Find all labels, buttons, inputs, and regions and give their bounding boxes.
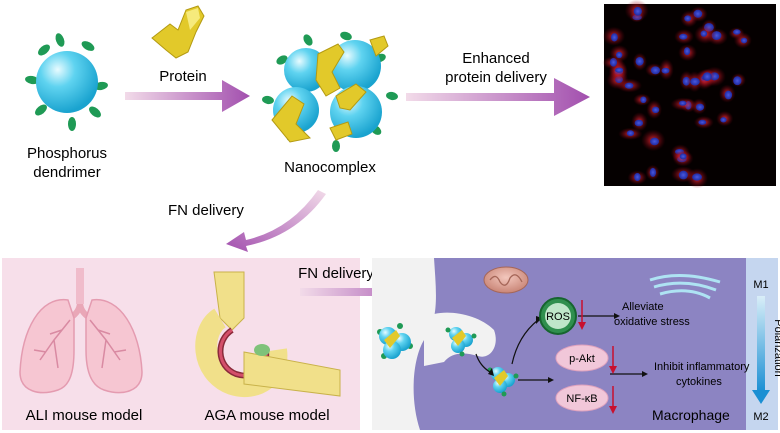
nfkb-node xyxy=(555,384,609,412)
dendrimer-label-2: dendrimer xyxy=(33,164,101,181)
ros-label: ROS xyxy=(546,311,570,323)
dendrimer-graphic xyxy=(25,33,108,131)
cell-nucleus xyxy=(633,6,642,16)
cell-nucleus xyxy=(720,117,727,123)
cell-nucleus xyxy=(724,90,733,100)
ali-model-label: ALI mouse model xyxy=(26,407,143,424)
alleviate-label-1: Alleviate xyxy=(622,301,664,313)
cell-nucleus xyxy=(650,137,660,146)
protein-graphic xyxy=(151,5,205,59)
cell-nucleus xyxy=(684,15,692,22)
protein-label: Protein xyxy=(159,68,207,85)
cell-nucleus xyxy=(615,51,623,59)
pathway-arrows xyxy=(475,315,642,381)
cell-nucleus xyxy=(626,130,635,137)
cell-nucleus xyxy=(679,33,688,40)
cell-nucleus xyxy=(649,167,657,177)
cell-nucleus xyxy=(650,66,661,75)
pakt-node xyxy=(555,344,609,372)
arrow-fn-delivery-straight xyxy=(300,278,432,306)
cell-nucleus xyxy=(690,77,700,86)
lungs-graphic xyxy=(19,268,143,394)
cell-nucleus xyxy=(610,33,618,42)
cell-nucleus xyxy=(683,47,691,56)
cell-nucleus xyxy=(635,57,644,66)
cell-nucleus xyxy=(615,67,624,73)
nanoparticle-outside xyxy=(377,323,413,359)
alleviate-label-2: oxidative stress xyxy=(614,316,690,328)
macrophage-label: Macrophage xyxy=(652,407,730,423)
inhibit-label-1: Inhibit inflammatory xyxy=(654,361,750,373)
m1-label: M1 xyxy=(753,279,768,291)
enhanced-label-1: Enhanced xyxy=(462,50,530,67)
dendrimer-label-1: Phosphorus xyxy=(27,145,107,162)
arrow-fn-delivery-curved xyxy=(226,190,326,252)
cell-nucleus xyxy=(740,37,748,44)
ros-node xyxy=(539,297,577,335)
cell-nucleus xyxy=(698,119,707,125)
nanocomplex-label: Nanocomplex xyxy=(284,159,376,176)
aga-model-label: AGA mouse model xyxy=(204,407,329,424)
polarization-label: Polarization xyxy=(772,319,780,376)
cell-nucleus xyxy=(700,30,708,37)
joint-graphic xyxy=(195,271,341,397)
cell-nucleus xyxy=(651,106,660,114)
enhanced-label-2: protein delivery xyxy=(445,69,547,86)
inhibit-label-2: cytokines xyxy=(676,376,722,388)
cell-nucleus xyxy=(634,173,641,182)
arrow-protein xyxy=(125,80,250,112)
nanoparticle-endocytosis xyxy=(445,327,477,357)
cell-nucleus xyxy=(640,96,647,104)
fn-delivery-label-2: FN delivery xyxy=(298,265,374,282)
nfkb-down-arrow xyxy=(609,386,617,414)
cell-nucleus xyxy=(733,76,742,86)
nanoparticle-cytoplasm xyxy=(487,367,519,397)
cell-nucleus xyxy=(692,173,702,181)
fn-delivery-label-1: FN delivery xyxy=(168,202,244,219)
pakt-down-arrow xyxy=(609,346,617,374)
fluorescence-image xyxy=(602,0,776,189)
cell-nucleus xyxy=(678,170,688,180)
cell-nucleus xyxy=(634,119,644,127)
nfkb-label: NF-κB xyxy=(566,393,597,405)
arrow-enhanced-delivery xyxy=(406,78,590,116)
nanocomplex-graphic xyxy=(262,31,398,152)
pakt-label: p-Akt xyxy=(569,353,595,365)
cell-nucleus xyxy=(678,100,687,106)
cell-nucleus xyxy=(679,153,687,160)
cell-nucleus xyxy=(702,72,712,81)
ros-down-arrow xyxy=(578,300,586,330)
m2-label: M2 xyxy=(753,411,768,423)
cell-nucleus xyxy=(661,67,670,74)
cell-nucleus xyxy=(695,103,705,111)
